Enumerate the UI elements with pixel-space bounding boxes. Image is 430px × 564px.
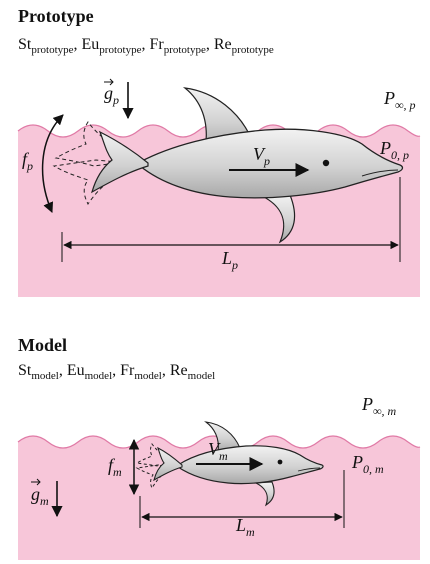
model-eye: [278, 460, 283, 465]
prototype-p-inf-label: P∞, p: [383, 88, 416, 112]
prototype-gravity-label: gp: [104, 83, 119, 107]
model-p-inf-label: P∞, m: [361, 394, 397, 418]
prototype-eye: [323, 160, 329, 166]
